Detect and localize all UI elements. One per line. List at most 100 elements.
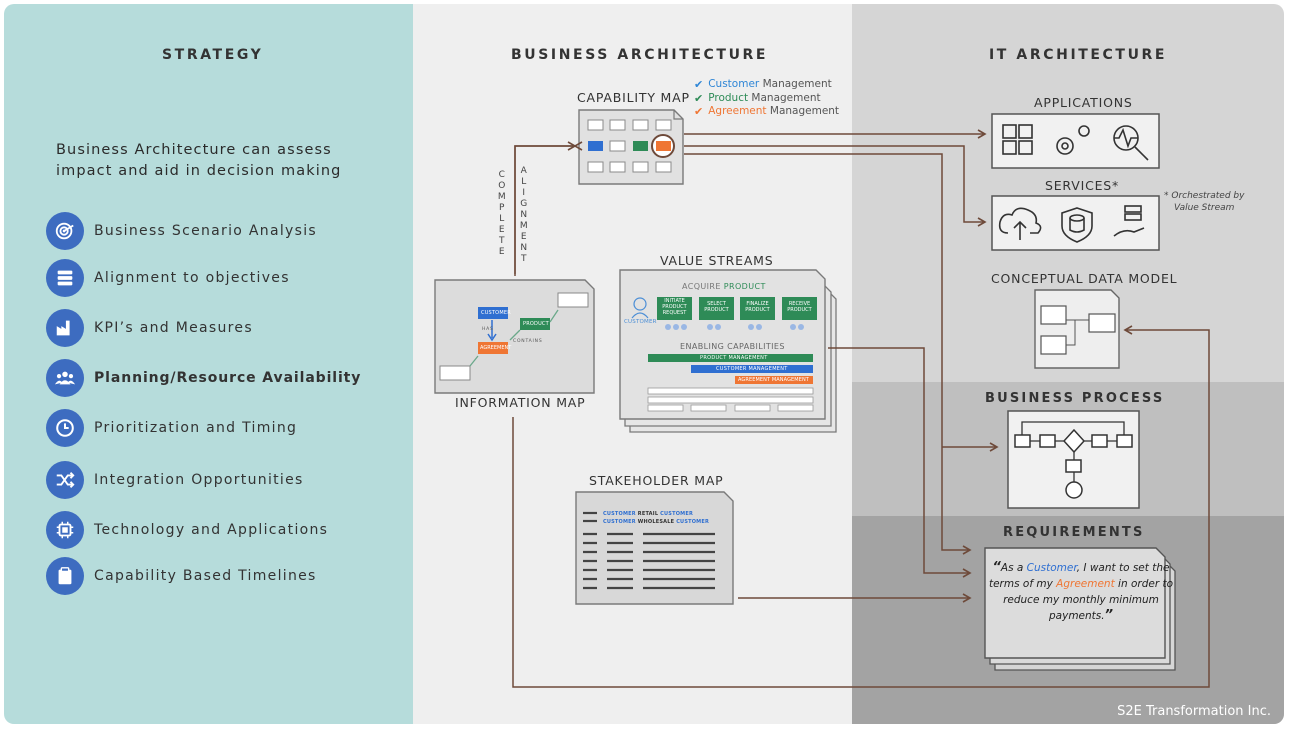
quote-open: “ bbox=[992, 560, 1001, 575]
list-item-label: Alignment to objectives bbox=[94, 270, 290, 286]
clock-icon bbox=[46, 409, 84, 447]
legend-entry: ✔ Product Management bbox=[694, 92, 839, 106]
capability-to-requirements-arrow bbox=[684, 153, 972, 555]
list-item-label: Planning/Resource Availability bbox=[94, 370, 362, 386]
footnote-line-1: * Orchestrated by bbox=[1164, 191, 1245, 201]
quote-customer: Customer bbox=[1026, 562, 1077, 574]
capability-to-services-arrow bbox=[684, 145, 987, 227]
legend-highlight: Agreement bbox=[708, 105, 767, 117]
layers-icon bbox=[46, 259, 84, 297]
strategy-title: STRATEGY bbox=[162, 47, 264, 63]
vs-stage-2: SELECT PRODUCT bbox=[704, 301, 729, 313]
sh-row2-customer: CUSTOMER bbox=[603, 519, 636, 525]
brand-watermark: S2E Transformation Inc. bbox=[1117, 704, 1271, 719]
information-to-data-model-arrow bbox=[512, 325, 1210, 688]
vs-stage-3: FINALIZE PRODUCT bbox=[745, 301, 770, 313]
list-item: KPI’s and Measures bbox=[46, 309, 253, 347]
capability-map-label: CAPABILITY MAP bbox=[577, 90, 690, 105]
legend-highlight: Customer bbox=[708, 78, 760, 90]
list-item-label: Capability Based Timelines bbox=[94, 568, 317, 584]
check-icon: ✔ bbox=[694, 105, 704, 118]
list-item-label: Business Scenario Analysis bbox=[94, 223, 317, 239]
check-icon: ✔ bbox=[694, 78, 704, 91]
list-item-label: KPI’s and Measures bbox=[94, 320, 253, 336]
vs-stage-4: RECEIVE PRODUCT bbox=[787, 301, 812, 313]
list-item: Business Scenario Analysis bbox=[46, 212, 317, 250]
intro-line-1: Business Architecture can assess bbox=[56, 142, 332, 158]
people-icon bbox=[46, 359, 84, 397]
shuffle-icon bbox=[46, 461, 84, 499]
vs-cap-agreement: AGREEMENT MANAGEMENT bbox=[738, 377, 809, 383]
stakeholder-map-label: STAKEHOLDER MAP bbox=[589, 473, 724, 488]
info-relation-has: HAS bbox=[482, 327, 494, 332]
list-item: Integration Opportunities bbox=[46, 461, 304, 499]
vs-enabling: ENABLING CAPABILITIES bbox=[680, 342, 785, 351]
value-streams-label: VALUE STREAMS bbox=[660, 253, 774, 268]
list-item-label: Prioritization and Timing bbox=[94, 420, 298, 436]
sh-row1-type: RETAIL bbox=[637, 511, 659, 517]
sh-row1-customer: CUSTOMER bbox=[603, 511, 636, 517]
legend-entry: ✔ Customer Management bbox=[694, 78, 839, 92]
quote-part-3: in order to reduce my monthly minimum pa… bbox=[1003, 578, 1174, 622]
vs-acquire-product: PRODUCT bbox=[723, 282, 766, 291]
information-map-card bbox=[434, 279, 595, 394]
services-footnote: * Orchestrated by Value Stream bbox=[1164, 190, 1244, 214]
list-item: Alignment to objectives bbox=[46, 259, 290, 297]
quote-part-2: , I want to set the terms of my bbox=[988, 562, 1170, 590]
business-architecture-title: BUSINESS ARCHITECTURE bbox=[511, 47, 769, 63]
info-node-product: PRODUCT bbox=[523, 321, 549, 327]
applications-label: APPLICATIONS bbox=[1034, 95, 1133, 110]
conceptual-data-model-card bbox=[1034, 289, 1120, 369]
stakeholder-row-1: CUSTOMER RETAIL CUSTOMER bbox=[603, 511, 693, 517]
conceptual-data-model-label: CONCEPTUAL DATA MODEL bbox=[991, 271, 1178, 286]
business-process-label: BUSINESS PROCESS bbox=[985, 391, 1165, 406]
value-streams-to-requirements-arrow bbox=[828, 347, 972, 578]
footnote-line-2: Value Stream bbox=[1173, 203, 1235, 213]
list-item: Prioritization and Timing bbox=[46, 409, 297, 447]
list-item: Planning/Resource Availability bbox=[46, 359, 361, 397]
services-label: SERVICES* bbox=[1045, 178, 1120, 193]
sh-row1-customer2: CUSTOMER bbox=[660, 511, 693, 517]
connectors bbox=[512, 129, 1210, 688]
list-item: Capability Based Timelines bbox=[46, 557, 317, 595]
list-item: Technology and Applications bbox=[46, 511, 328, 549]
quote-agreement: Agreement bbox=[1056, 578, 1115, 590]
it-architecture-title: IT ARCHITECTURE bbox=[989, 47, 1168, 63]
requirements-label: REQUIREMENTS bbox=[1003, 525, 1145, 540]
list-item-label: Integration Opportunities bbox=[94, 472, 304, 488]
alignment-arrow bbox=[514, 141, 583, 276]
quote-close: ” bbox=[1104, 608, 1113, 623]
requirements-card bbox=[984, 547, 1176, 671]
check-icon: ✔ bbox=[694, 91, 704, 105]
capability-legend: ✔ Customer Management ✔ Product Manageme… bbox=[694, 78, 839, 119]
list-item-label: Technology and Applications bbox=[94, 522, 329, 538]
strategy-intro: Business Architecture can assess impact … bbox=[56, 140, 396, 182]
legend-entry: ✔ Agreement Management bbox=[694, 105, 839, 119]
information-map-label: INFORMATION MAP bbox=[455, 395, 586, 410]
stakeholder-row-2: CUSTOMER WHOLESALE CUSTOMER bbox=[603, 519, 709, 525]
target-icon bbox=[46, 212, 84, 250]
requirement-quote: “As a Customer, I want to set the terms … bbox=[988, 560, 1174, 624]
vs-cap-product: PRODUCT MANAGEMENT bbox=[700, 355, 768, 361]
vs-customer: CUSTOMER bbox=[624, 319, 657, 325]
capability-map-card bbox=[578, 109, 684, 185]
business-process-box bbox=[1007, 410, 1140, 509]
value-streams-card bbox=[619, 269, 837, 433]
info-relation-contains: CONTAINS bbox=[513, 339, 543, 344]
chip-icon bbox=[46, 511, 84, 549]
applications-box bbox=[991, 113, 1160, 169]
info-node-customer: CUSTOMER bbox=[481, 310, 511, 316]
legend-text: Management bbox=[759, 78, 832, 90]
sh-row2-customer2: CUSTOMER bbox=[676, 519, 710, 525]
clipboard-icon bbox=[46, 557, 84, 595]
quote-part-1: As a bbox=[1000, 562, 1027, 574]
legend-highlight: Product bbox=[708, 91, 749, 104]
sh-row2-type: WHOLESALE bbox=[637, 519, 675, 525]
legend-text: Management bbox=[748, 91, 821, 104]
info-node-agreement: AGREEMENT bbox=[480, 345, 512, 351]
vs-stage-1: INITIATE PRODUCT REQUEST bbox=[662, 298, 687, 316]
services-box bbox=[991, 195, 1160, 251]
